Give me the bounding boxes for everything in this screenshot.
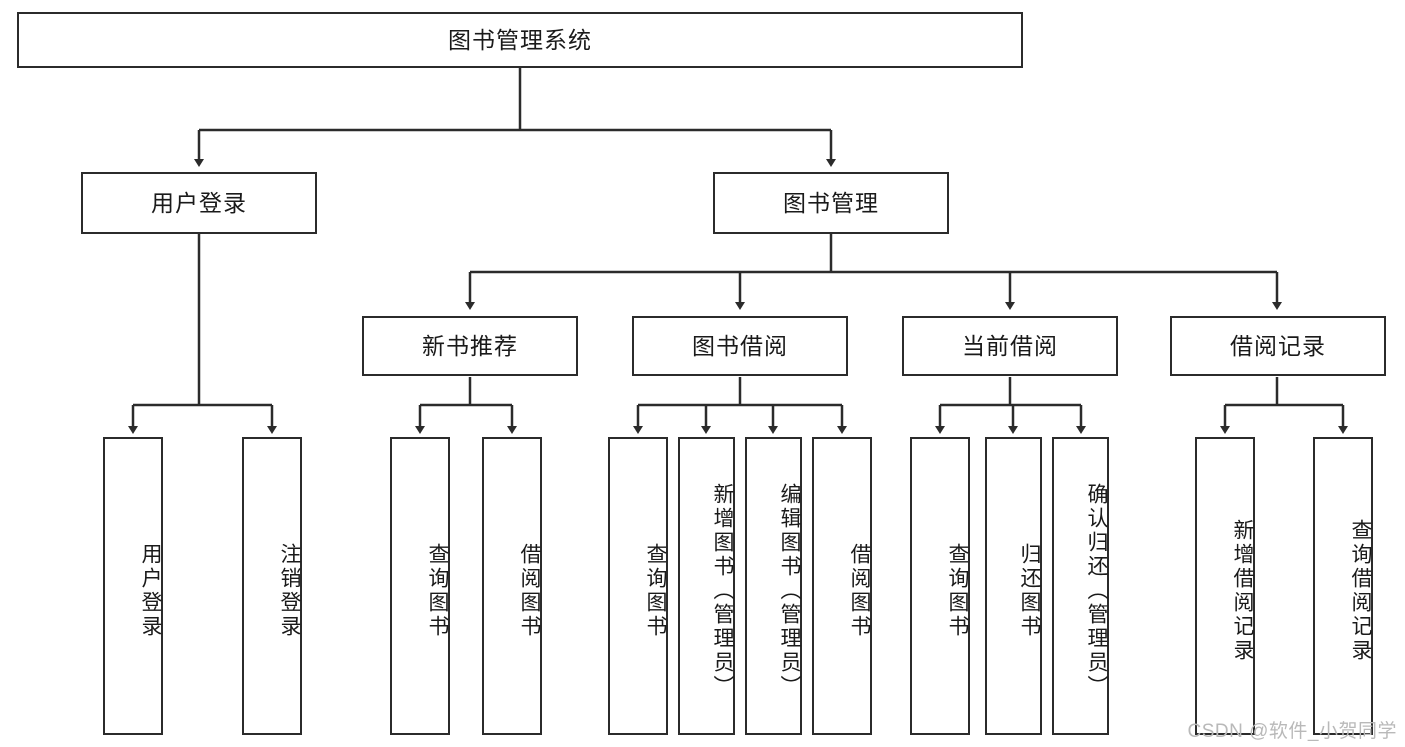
leaf-add-book-admin[interactable]: 新增图书（管理员） (678, 437, 735, 735)
leaf-query-books-recommend[interactable]: 查询图书 (390, 437, 450, 735)
leaf-borrow-books-label: 借阅图书 (848, 543, 871, 639)
leaf-borrow-books[interactable]: 借阅图书 (812, 437, 872, 735)
leaf-query-books-current[interactable]: 查询图书 (910, 437, 970, 735)
node-root[interactable]: 图书管理系统 (17, 12, 1023, 68)
node-borrow-records[interactable]: 借阅记录 (1170, 316, 1386, 376)
leaf-edit-book-admin[interactable]: 编辑图书（管理员） (745, 437, 802, 735)
node-user-login-label: 用户登录 (151, 189, 247, 216)
leaf-query-books-recommend-label: 查询图书 (426, 543, 449, 639)
node-root-label: 图书管理系统 (448, 26, 592, 53)
leaf-logout-label: 注销登录 (278, 543, 301, 639)
leaf-return-books[interactable]: 归还图书 (985, 437, 1042, 735)
node-book-management[interactable]: 图书管理 (713, 172, 949, 234)
leaf-confirm-return-admin-label: 确认归还（管理员） (1085, 483, 1108, 699)
leaf-edit-book-admin-label: 编辑图书（管理员） (778, 483, 801, 699)
leaf-return-books-label: 归还图书 (1018, 543, 1041, 639)
leaf-add-borrow-record[interactable]: 新增借阅记录 (1195, 437, 1255, 735)
leaf-confirm-return-admin[interactable]: 确认归还（管理员） (1052, 437, 1109, 735)
node-book-management-label: 图书管理 (783, 189, 879, 216)
leaf-query-books-borrow[interactable]: 查询图书 (608, 437, 668, 735)
node-new-book-recommend-label: 新书推荐 (422, 332, 518, 359)
node-book-borrow[interactable]: 图书借阅 (632, 316, 848, 376)
node-new-book-recommend[interactable]: 新书推荐 (362, 316, 578, 376)
leaf-user-login-label: 用户登录 (139, 543, 162, 639)
node-borrow-records-label: 借阅记录 (1230, 332, 1326, 359)
node-book-borrow-label: 图书借阅 (692, 332, 788, 359)
node-current-borrow[interactable]: 当前借阅 (902, 316, 1118, 376)
leaf-query-books-current-label: 查询图书 (946, 543, 969, 639)
leaf-logout[interactable]: 注销登录 (242, 437, 302, 735)
leaf-query-borrow-record[interactable]: 查询借阅记录 (1313, 437, 1373, 735)
leaf-query-borrow-record-label: 查询借阅记录 (1349, 519, 1372, 663)
leaf-query-books-borrow-label: 查询图书 (644, 543, 667, 639)
leaf-add-borrow-record-label: 新增借阅记录 (1231, 519, 1254, 663)
leaf-borrow-books-recommend-label: 借阅图书 (518, 543, 541, 639)
node-user-login[interactable]: 用户登录 (81, 172, 317, 234)
leaf-add-book-admin-label: 新增图书（管理员） (711, 483, 734, 699)
leaf-borrow-books-recommend[interactable]: 借阅图书 (482, 437, 542, 735)
node-current-borrow-label: 当前借阅 (962, 332, 1058, 359)
leaf-user-login[interactable]: 用户登录 (103, 437, 163, 735)
